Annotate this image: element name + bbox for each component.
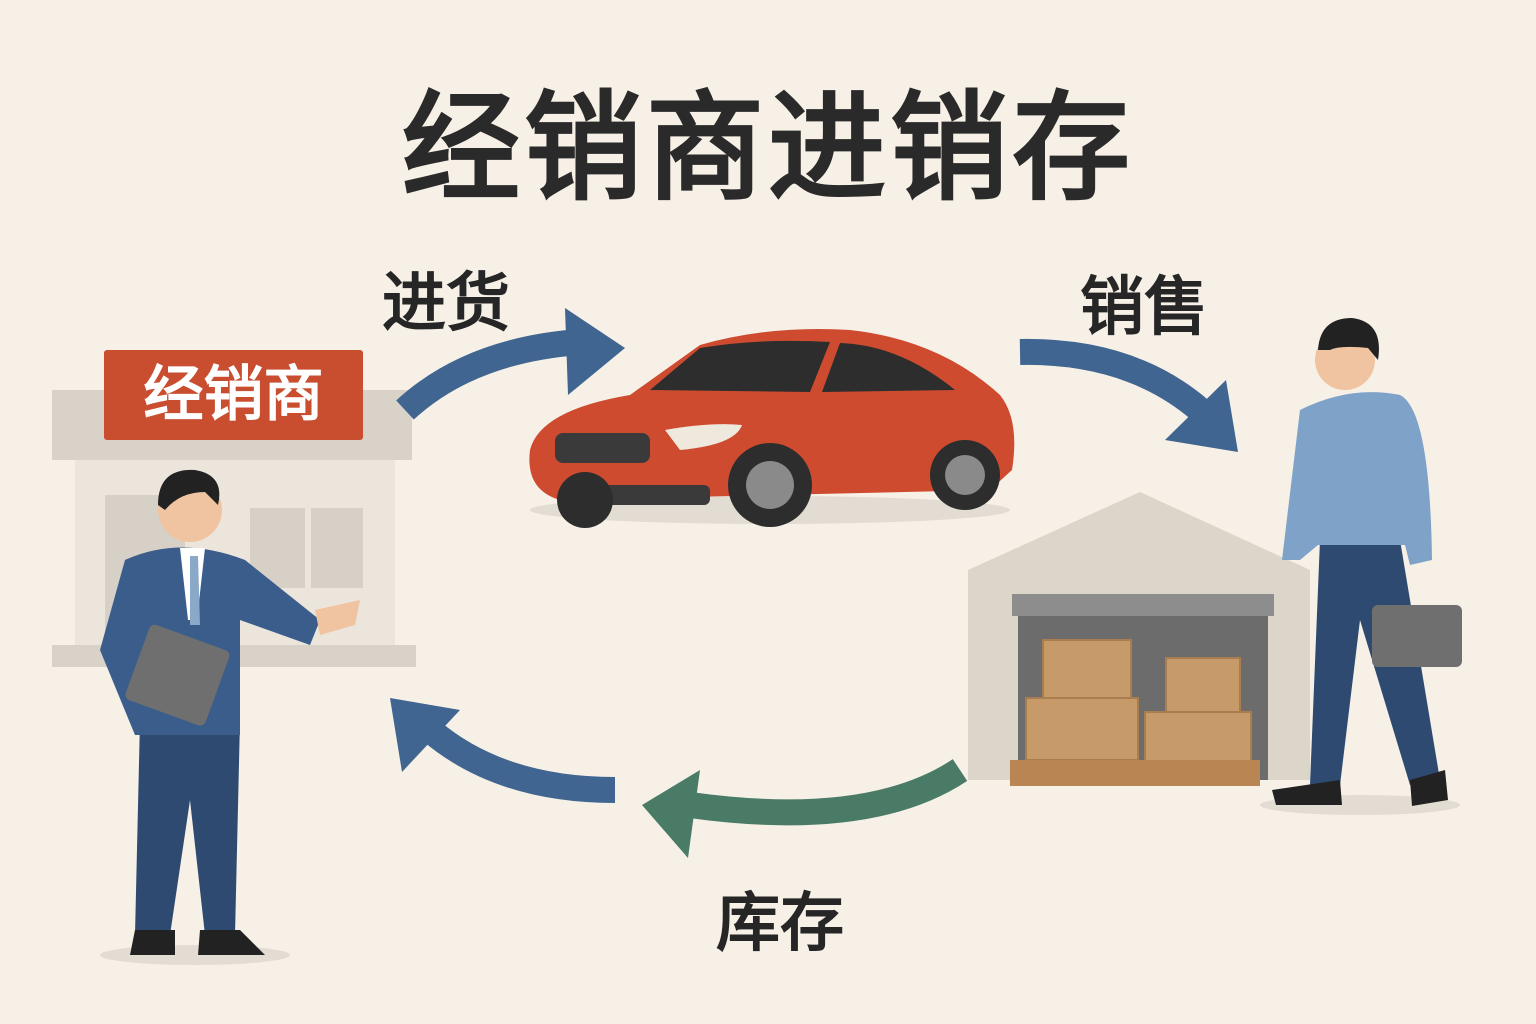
customer-person [1260,318,1462,815]
dealer-person [100,469,360,965]
inventory-arrow [642,759,968,858]
dealer-sign: 经销商 [104,350,363,440]
purchase-label: 进货 [382,267,510,341]
sales-label: 销售 [1080,271,1208,345]
page-title: 经销商进销存 [401,79,1134,217]
warehouse [968,492,1310,786]
sales-arrow [1019,338,1238,452]
inventory-label: 库存 [716,887,844,961]
return-arrow [390,698,616,803]
purchase-arrow [396,308,625,420]
car [529,329,1015,528]
dealer-store [52,390,416,667]
